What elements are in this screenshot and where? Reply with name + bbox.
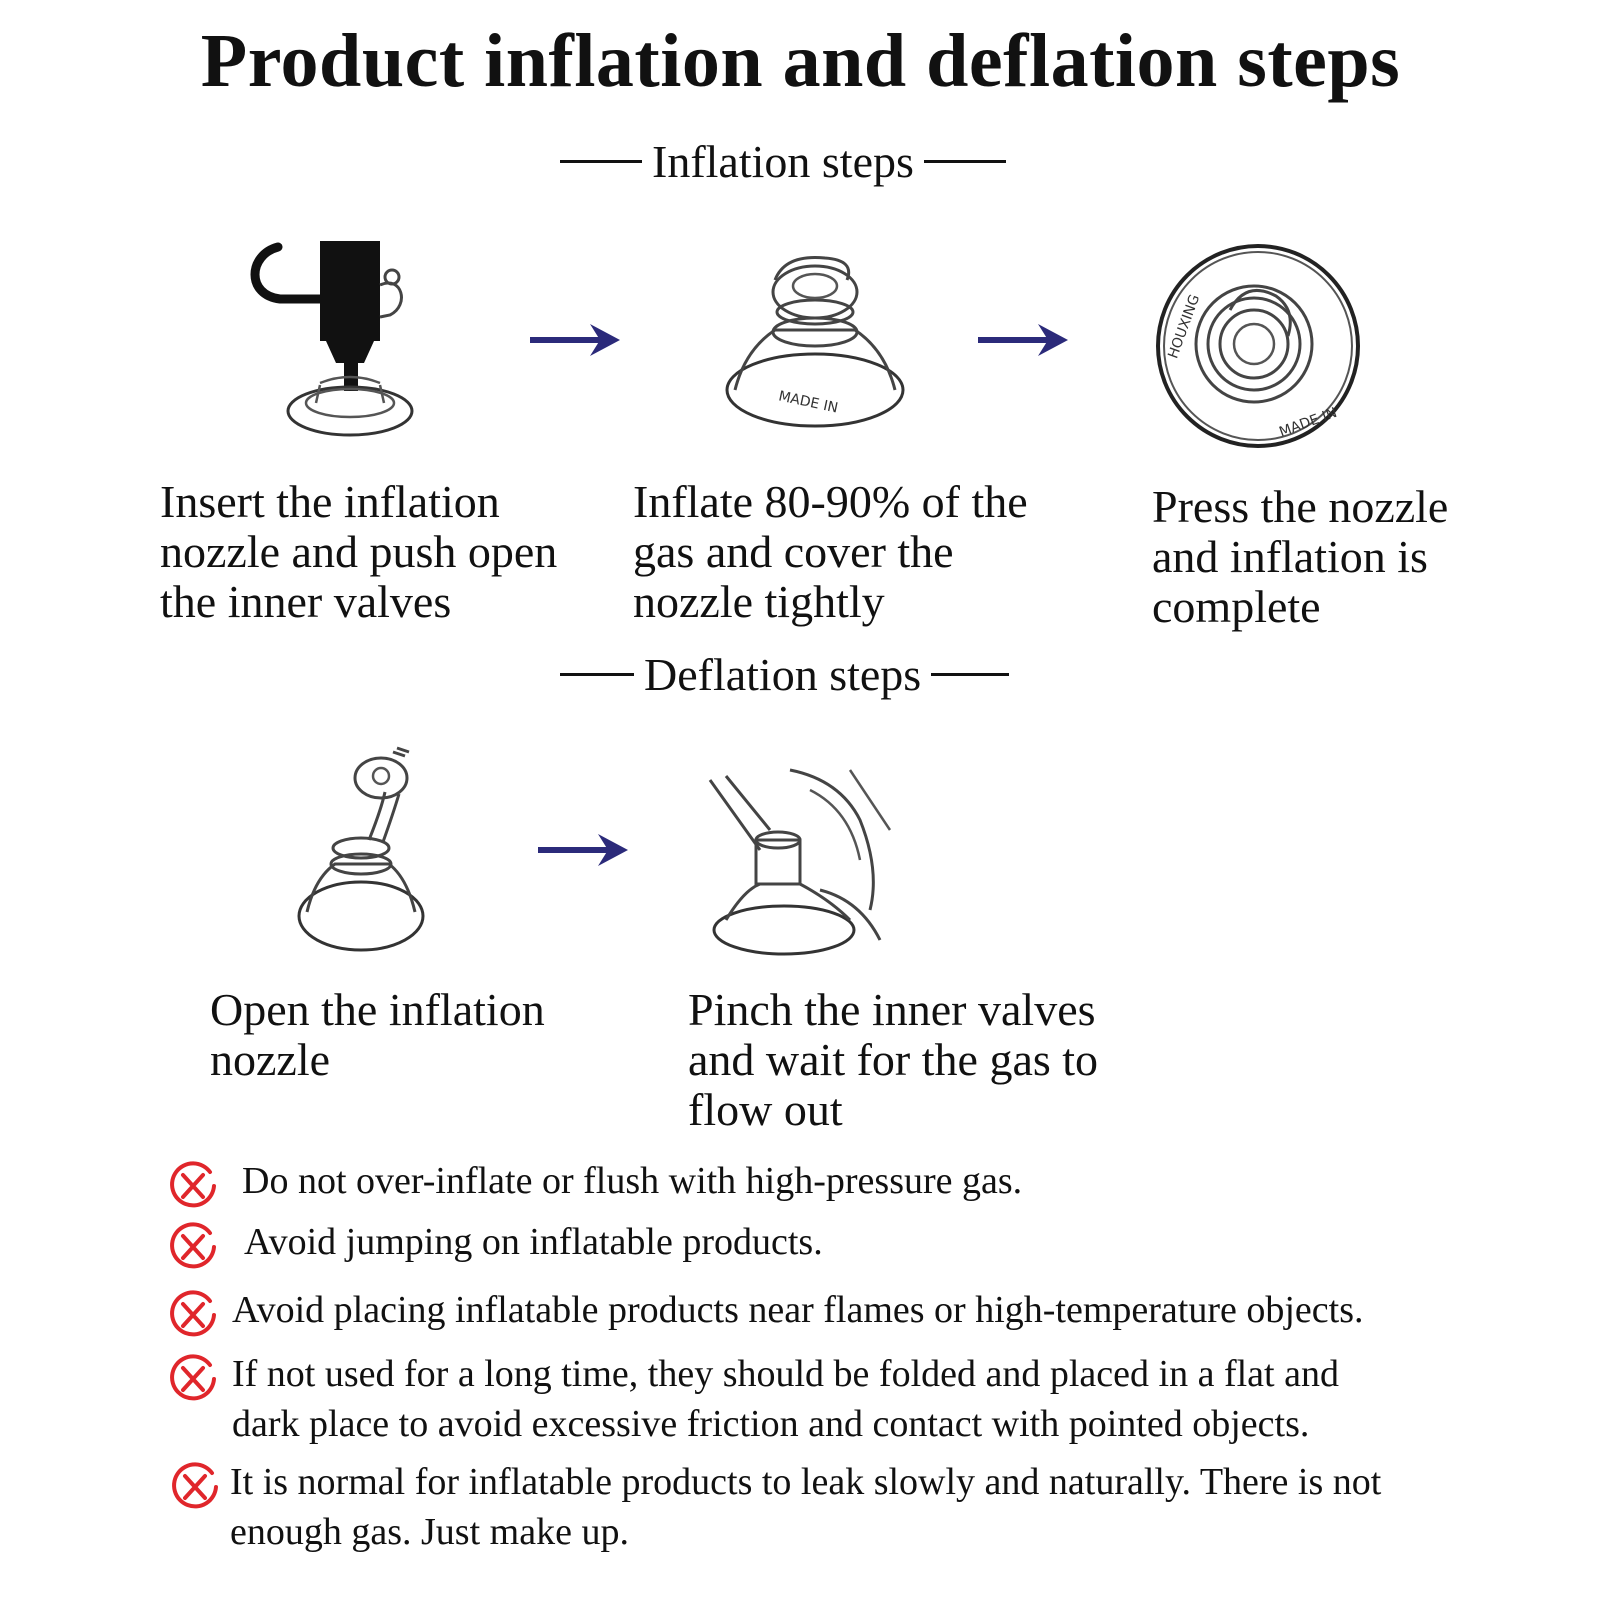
valve-marking-made-in: MADE IN <box>777 388 839 416</box>
pinch-valve-hand-icon <box>708 768 892 956</box>
inflation-step-1-caption: Insert the inflation nozzle and push ope… <box>160 476 558 627</box>
valve-marking-made-in: MADE IN <box>1277 405 1339 441</box>
arrow-right-icon <box>530 324 620 356</box>
inflation-step-3-caption: Press the nozzle and inflation is comple… <box>1152 481 1449 632</box>
circle-x-icon <box>170 1354 216 1401</box>
inflation-step-2-caption: Inflate 80-90% of the gas and cover the … <box>633 476 1028 627</box>
deflation-step-2-caption: Pinch the inner valves and wait for the … <box>688 984 1099 1135</box>
arrow-right-icon <box>978 324 1068 356</box>
warning-item: Avoid placing inflatable products near f… <box>166 1285 1586 1341</box>
heading-rule-right <box>931 673 1010 676</box>
arrow-right-icon <box>538 834 628 866</box>
valve-cap-closed-icon: MADE IN <box>725 255 905 428</box>
valve-open-nozzle-icon <box>297 746 425 952</box>
warning-item: It is normal for inflatable products to … <box>168 1457 1588 1561</box>
warning-text: Avoid jumping on inflatable products. <box>244 1221 823 1263</box>
inflation-heading: Inflation steps <box>560 135 1006 188</box>
heading-rule-left <box>560 160 642 163</box>
deflation-heading: Deflation steps <box>560 648 1010 701</box>
page-title: Product inflation and deflation steps <box>200 19 1401 103</box>
circle-x-icon <box>170 1222 216 1269</box>
warning-text: It is normal for inflatable products to … <box>230 1461 1382 1553</box>
warning-text: If not used for a long time, they should… <box>232 1353 1339 1445</box>
heading-rule-left <box>560 673 634 676</box>
inflation-heading-label: Inflation steps <box>652 136 914 187</box>
circle-x-icon <box>172 1462 218 1509</box>
pump-nozzle-valve-icon <box>250 241 414 437</box>
valve-top-view-icon: HOUXING MADE IN <box>1156 244 1360 448</box>
circle-x-icon <box>170 1161 216 1208</box>
warning-item: If not used for a long time, they should… <box>166 1349 1586 1453</box>
circle-x-icon <box>170 1290 216 1337</box>
warning-item: Do not over-inflate or flush with high-p… <box>166 1156 1566 1212</box>
warning-text: Do not over-inflate or flush with high-p… <box>242 1160 1023 1202</box>
deflation-heading-label: Deflation steps <box>644 649 922 700</box>
heading-rule-right <box>923 160 1006 163</box>
warning-text: Avoid placing inflatable products near f… <box>232 1289 1364 1331</box>
deflation-step-1-caption: Open the inflation nozzle <box>210 984 545 1085</box>
warning-item: Avoid jumping on inflatable products. <box>166 1217 1566 1273</box>
